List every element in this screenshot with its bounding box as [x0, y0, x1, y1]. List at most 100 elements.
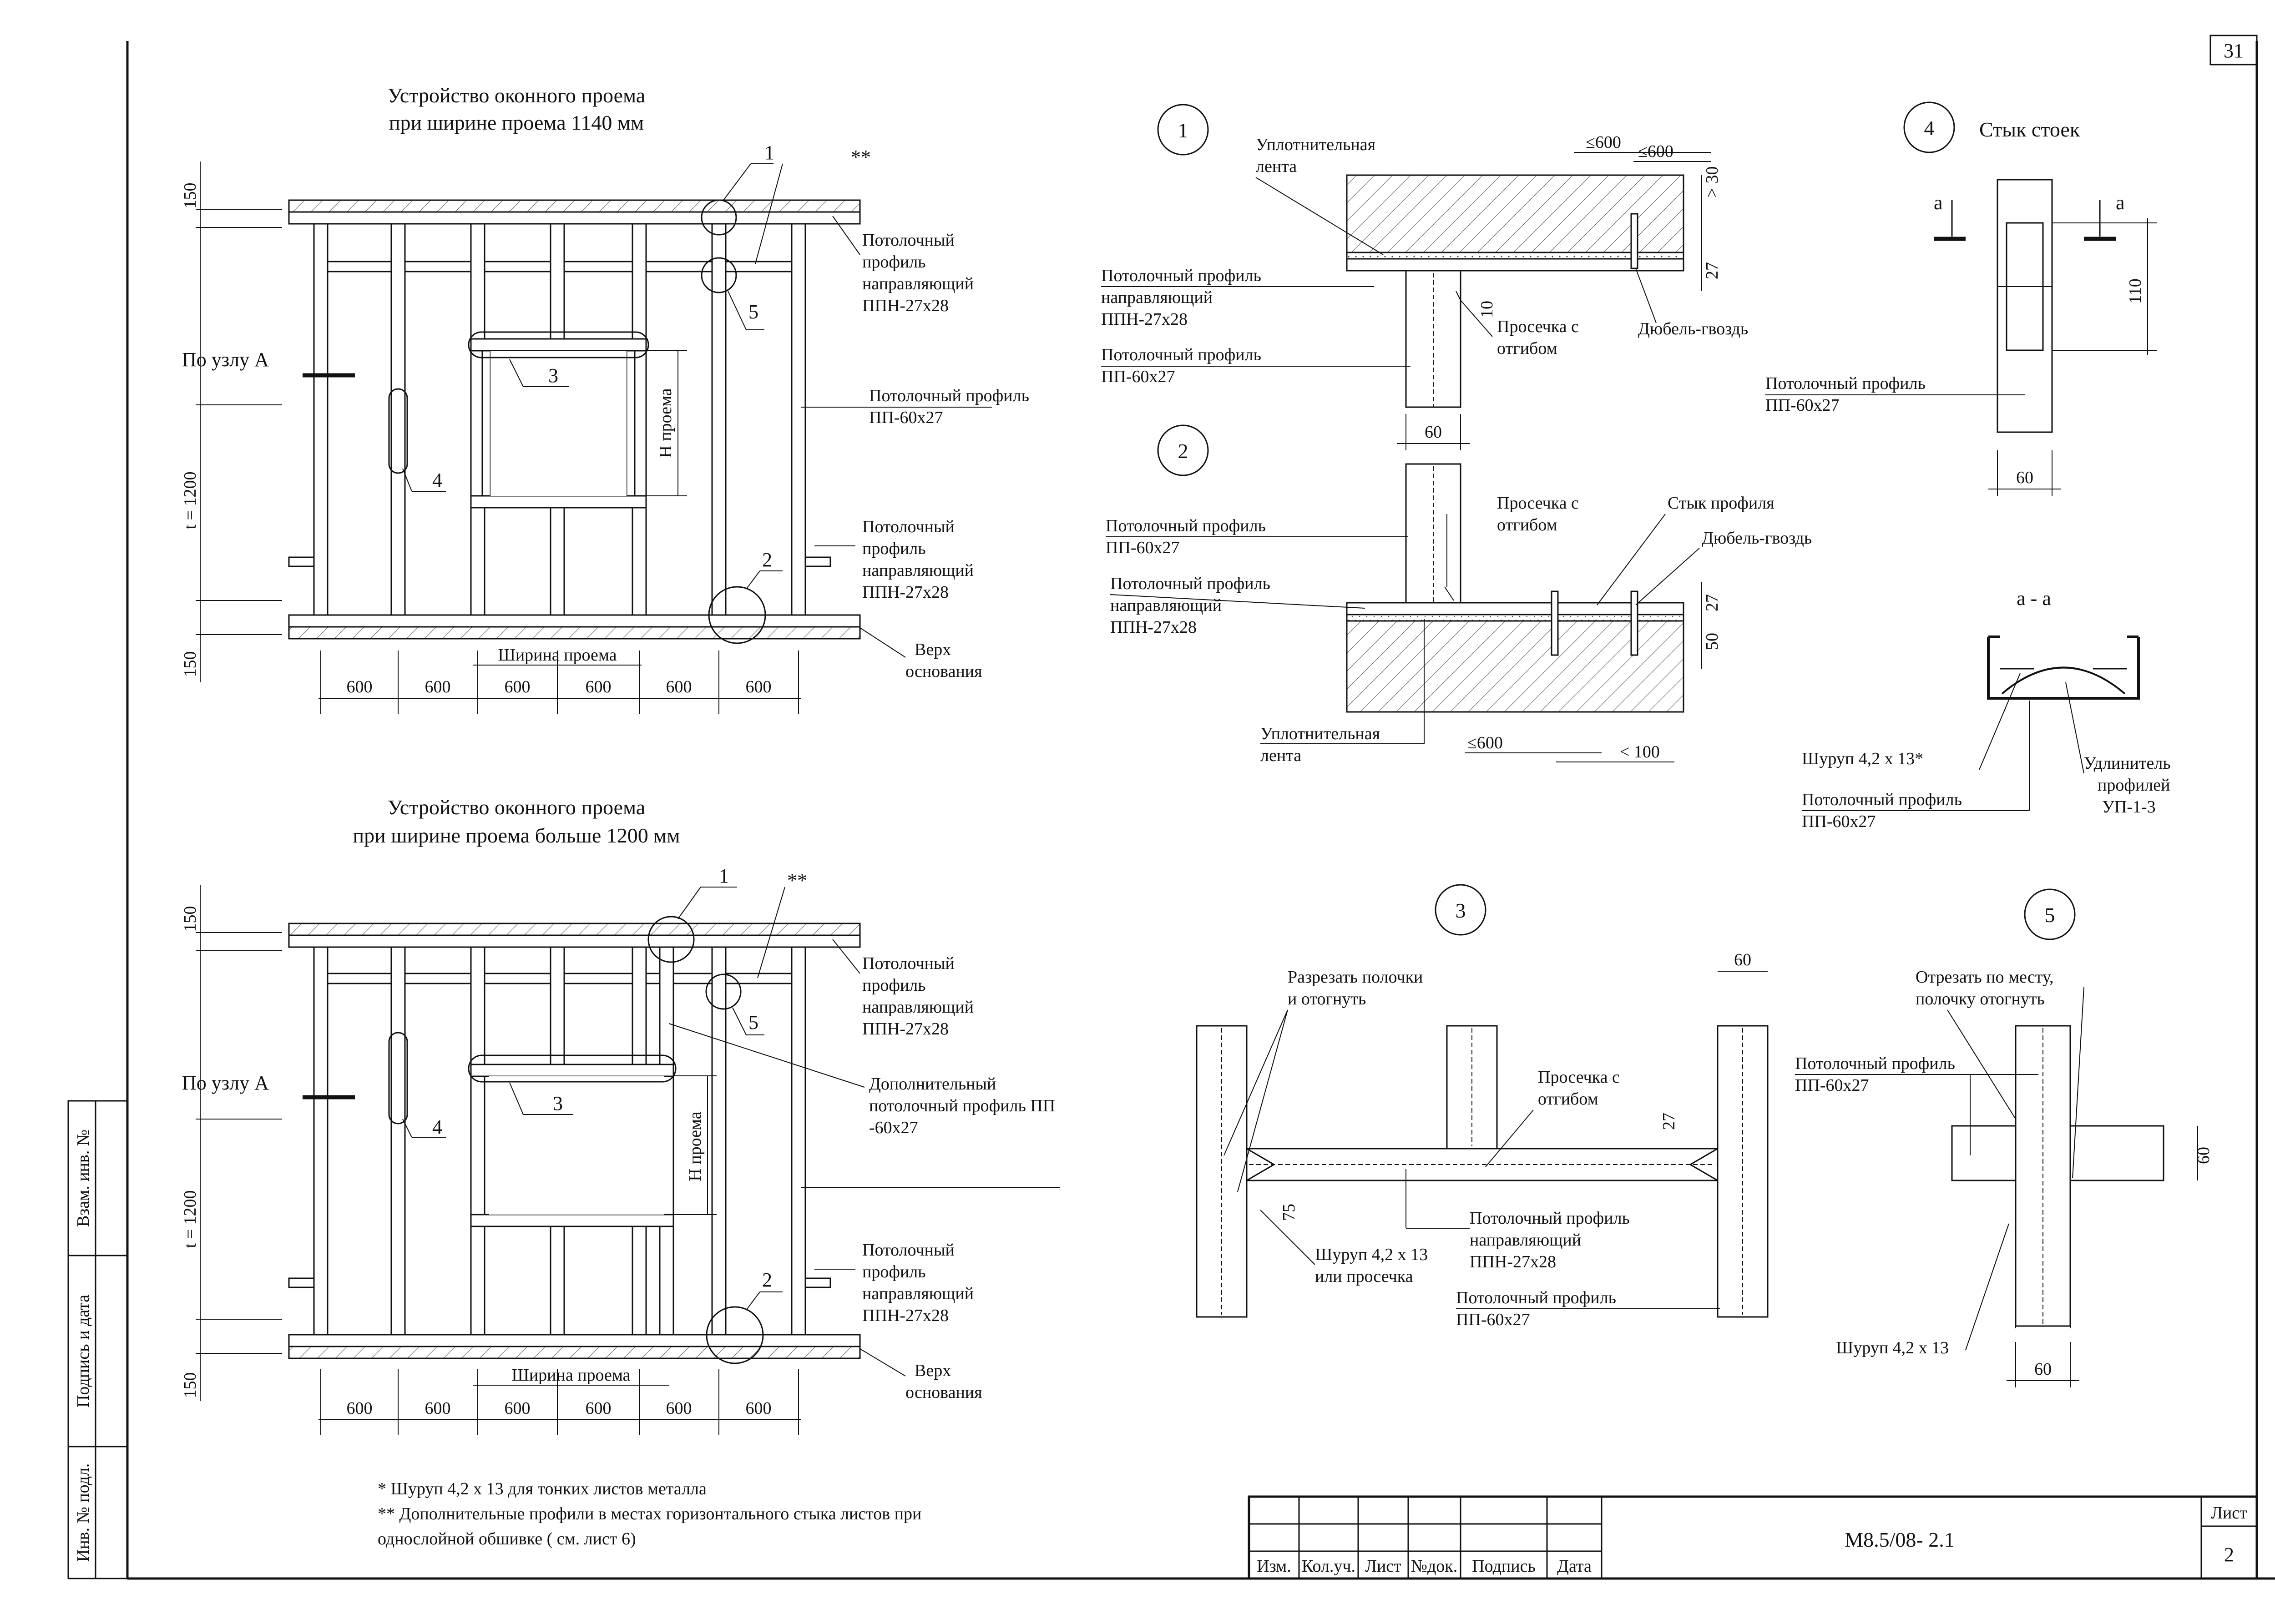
d1-cut-1: Просечка с	[1497, 317, 1579, 336]
elev-top-callout-5: 5	[748, 301, 758, 323]
d1-pp-2: ПП-60х27	[1101, 367, 1175, 386]
d1-27: 27	[1703, 262, 1722, 279]
elev-top-callout-2: 2	[762, 549, 772, 571]
d4-ext-3: УП-1-3	[2102, 797, 2156, 817]
elev-top-pn1-3: направляющий	[862, 274, 974, 293]
page-number: 31	[2224, 40, 2244, 62]
detail-2-number: 2	[1178, 439, 1188, 463]
stamp-podpis: Подпись и дата	[74, 1295, 93, 1407]
elev-bot-callout-1: 1	[719, 865, 729, 887]
d3-pn-1: Потолочный профиль	[1470, 1209, 1630, 1228]
d3-cut2-1: Просечка с	[1538, 1068, 1620, 1087]
note-3: однослойной обшивке ( см. лист 6)	[378, 1529, 636, 1548]
d1-pp-1: Потолочный профиль	[1101, 345, 1261, 364]
elev-top-pn2-3: направляющий	[862, 561, 974, 580]
detail-1: 1 Уплотнительная лента ≤600 ≤600 > 30 27…	[1101, 104, 1748, 450]
detail-3-number: 3	[1456, 899, 1466, 922]
d4-screw: Шуруп 4,2 х 13*	[1802, 749, 1923, 768]
d1-60: 60	[1425, 423, 1442, 442]
side-stamp: Взам. инв. № Подпись и дата Инв. № подл.	[67, 1100, 128, 1579]
elev-top-pn2-4: ППН-27х28	[862, 583, 949, 602]
d2-pp-1: Потолочный профиль	[1106, 516, 1266, 535]
elev-bot-h-opening: Н проема	[686, 1111, 705, 1181]
d3-screw-1: Шуруп 4,2 х 13	[1315, 1245, 1428, 1264]
d5-cut-2: полочку отогнуть	[1916, 989, 2045, 1009]
elev-top-base-2: основания	[905, 662, 982, 681]
elev-bot-dim-b4: 600	[586, 1399, 612, 1418]
d4-pp2-2: ПП-60х27	[1802, 812, 1876, 831]
sheet-number: 2	[2224, 1543, 2234, 1566]
d4-a2: а	[2116, 192, 2125, 214]
elev-bot-pn1-3: направляющий	[862, 998, 974, 1017]
elev-top-dim-b1: 600	[347, 677, 373, 696]
elev-top-dim-b3: 600	[505, 677, 531, 696]
elev-top-dim-b4: 600	[586, 677, 612, 696]
elev-top-callout-3: 3	[548, 364, 558, 387]
d3-cut2-2: отгибом	[1538, 1089, 1598, 1109]
elev-top-star: **	[851, 146, 871, 168]
tb-izm: Изм.	[1257, 1557, 1291, 1576]
tb-date: Дата	[1557, 1557, 1592, 1576]
d3-cut-2: и отогнуть	[1288, 989, 1366, 1009]
elev-top-base-1: Верх	[915, 640, 951, 659]
elev-bot-star: **	[787, 869, 807, 892]
d4-ext-1: Удлинитель	[2084, 754, 2171, 773]
elev-top-title-1: Устройство оконного проема	[388, 84, 645, 107]
elev-bot-base-1: Верх	[915, 1361, 951, 1380]
elev-bot-title-1: Устройство оконного проема	[388, 796, 645, 819]
elev-bot-dim-150a: 150	[181, 906, 200, 932]
d4-pp-1: Потолочный профиль	[1765, 374, 1926, 393]
tb-list: Лист	[1365, 1557, 1401, 1576]
elev-top-uzel: По узлу А	[182, 348, 269, 371]
elev-top-pn2-2: профиль	[862, 539, 926, 558]
d2-100: < 100	[1620, 742, 1660, 762]
note-1: * Шуруп 4,2 х 13 для тонких листов метал…	[378, 1479, 707, 1498]
note-2: ** Дополнительные профили в местах гориз…	[378, 1504, 921, 1523]
elev-bot-pn2-2: профиль	[862, 1262, 926, 1281]
d5-cut-1: Отрезать по месту,	[1916, 968, 2054, 987]
detail-4-number: 4	[1924, 116, 1935, 140]
elev-bot-pn1-4: ППН-27х28	[862, 1019, 949, 1039]
d3-pn-3: ППН-27х28	[1470, 1252, 1556, 1271]
doc-code: М8.5/08- 2.1	[1845, 1528, 1955, 1551]
elev-top-dim-b5: 600	[666, 677, 692, 696]
elev-top-callout-4: 4	[432, 469, 442, 491]
elev-bot-pn2-4: ППН-27х28	[862, 1306, 949, 1325]
d4-60: 60	[2016, 468, 2033, 487]
d2-cut-1: Просечка с	[1497, 494, 1579, 513]
d5-pp-2: ПП-60х27	[1795, 1076, 1869, 1095]
detail-1-number: 1	[1178, 119, 1188, 142]
detail-5: 5 Отрезать по месту, полочку отогнуть По…	[1795, 888, 2213, 1387]
detail-3: 3 Разрезать полочки и отогнуть Просечка …	[1196, 884, 1769, 1329]
elev-bot-dim-b6: 600	[746, 1399, 772, 1418]
d2-50: 50	[1703, 633, 1722, 650]
d4-pp2-1: Потолочный профиль	[1802, 790, 1962, 809]
d2-600: ≤600	[1467, 733, 1503, 752]
d1-600a: ≤600	[1586, 133, 1621, 152]
d2-pn-2: направляющий	[1110, 596, 1222, 615]
elev-top-dim-b6: 600	[746, 677, 772, 696]
elev-bot-add-3: -60х27	[869, 1118, 918, 1137]
elev-top-h-opening: Н проема	[656, 388, 675, 458]
elev-bot-studs	[313, 946, 806, 1336]
elevation-bottom: Устройство оконного проема при ширине пр…	[181, 796, 1060, 1435]
elev-bot-dim-b3: 600	[505, 1399, 531, 1418]
elev-top-pp-1: Потолочный профиль	[869, 386, 1029, 405]
elev-bot-width-opening: Ширина проема	[511, 1366, 630, 1385]
elev-top-pn1-4: ППН-27х28	[862, 296, 949, 315]
d3-75: 75	[1279, 1204, 1299, 1221]
d3-pp-2: ПП-60х27	[1456, 1310, 1530, 1329]
d2-pp-2: ПП-60х27	[1106, 538, 1180, 557]
d4-ext-2: профилей	[2098, 776, 2170, 795]
elev-top-pp-2: ПП-60х27	[869, 408, 943, 427]
d1-dowel: Дюбель-гвоздь	[1638, 319, 1748, 338]
d1-10: 10	[1477, 301, 1496, 318]
d4-title: Стык стоек	[1979, 118, 2080, 141]
d3-27: 27	[1659, 1113, 1678, 1130]
elev-bot-uzel: По узлу А	[182, 1072, 269, 1094]
elev-top-dim-150b: 150	[181, 651, 200, 677]
elev-top-pn1-2: профиль	[862, 252, 926, 272]
d3-pp-1: Потолочный профиль	[1456, 1288, 1616, 1307]
d2-pn-1: Потолочный профиль	[1110, 574, 1270, 593]
elev-bot-pn1-2: профиль	[862, 976, 926, 995]
